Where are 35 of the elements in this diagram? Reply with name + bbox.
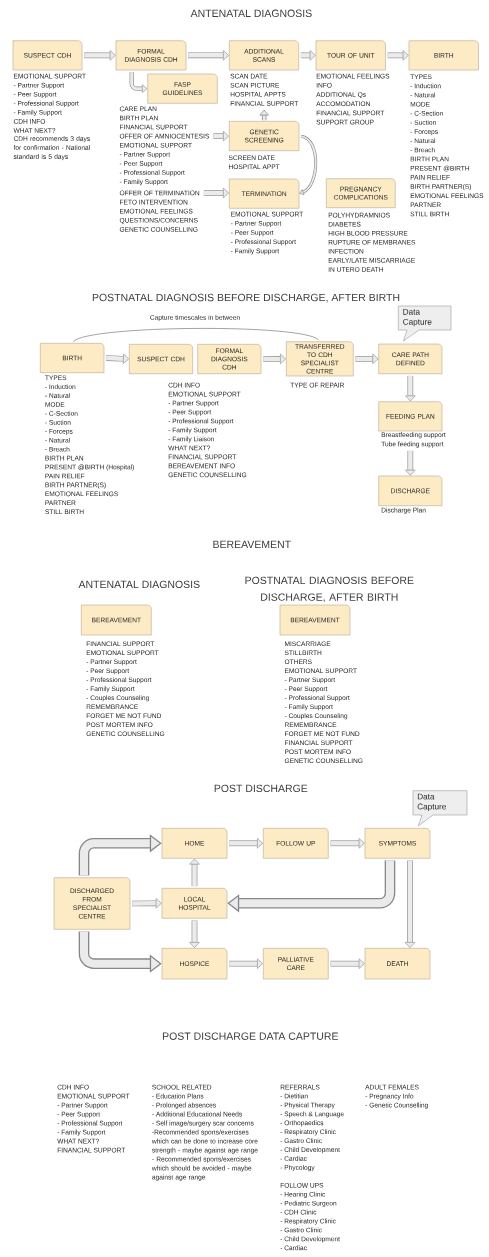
block-arrow bbox=[355, 353, 379, 365]
section-heading: POSTNATAL DIAGNOSIS BEFORE DISCHARGE, AFTER BIRTH bbox=[92, 293, 400, 303]
section-heading: ANTENATAL DIAGNOSIS bbox=[190, 9, 312, 17]
curved-connector bbox=[73, 328, 319, 342]
section-heading: BEREAVEMENT bbox=[213, 540, 291, 548]
block-arrow bbox=[84, 50, 116, 61]
block-arrow bbox=[203, 187, 229, 199]
block-arrow bbox=[189, 858, 200, 887]
block-arrow bbox=[330, 958, 365, 969]
block-arrow bbox=[213, 130, 229, 142]
section-heading: POST DISCHARGE bbox=[214, 784, 308, 793]
block-arrow bbox=[300, 50, 316, 61]
section-heading: POSTNATAL DIAGNOSIS BEFORE DISCHARGE, AFTER BIRTH bbox=[245, 576, 414, 603]
block-arrow bbox=[189, 920, 200, 948]
callout-bubble: Data Capture bbox=[412, 790, 468, 827]
callout-bubble: Data Capture bbox=[398, 305, 452, 342]
block-arrow bbox=[405, 375, 416, 402]
section-heading: POST DISCHARGE DATA CAPTURE bbox=[162, 1032, 338, 1040]
block-arrow bbox=[299, 134, 318, 195]
block-arrow bbox=[129, 72, 148, 93]
block-arrow bbox=[405, 450, 416, 476]
block-arrow bbox=[188, 50, 229, 61]
block-arrow bbox=[263, 353, 286, 365]
block-arrow bbox=[229, 958, 263, 969]
block-arrow bbox=[404, 860, 416, 948]
block-arrow bbox=[106, 353, 129, 364]
block-arrow bbox=[229, 838, 263, 849]
block-arrow bbox=[330, 838, 365, 849]
block-arrow bbox=[78, 931, 162, 973]
section-heading: ANTENATAL DIAGNOSIS bbox=[78, 580, 200, 589]
block-arrow bbox=[132, 898, 162, 909]
block-arrow bbox=[227, 860, 396, 913]
block-arrow bbox=[78, 834, 162, 876]
block-arrow bbox=[259, 109, 269, 121]
block-arrow bbox=[387, 50, 409, 61]
